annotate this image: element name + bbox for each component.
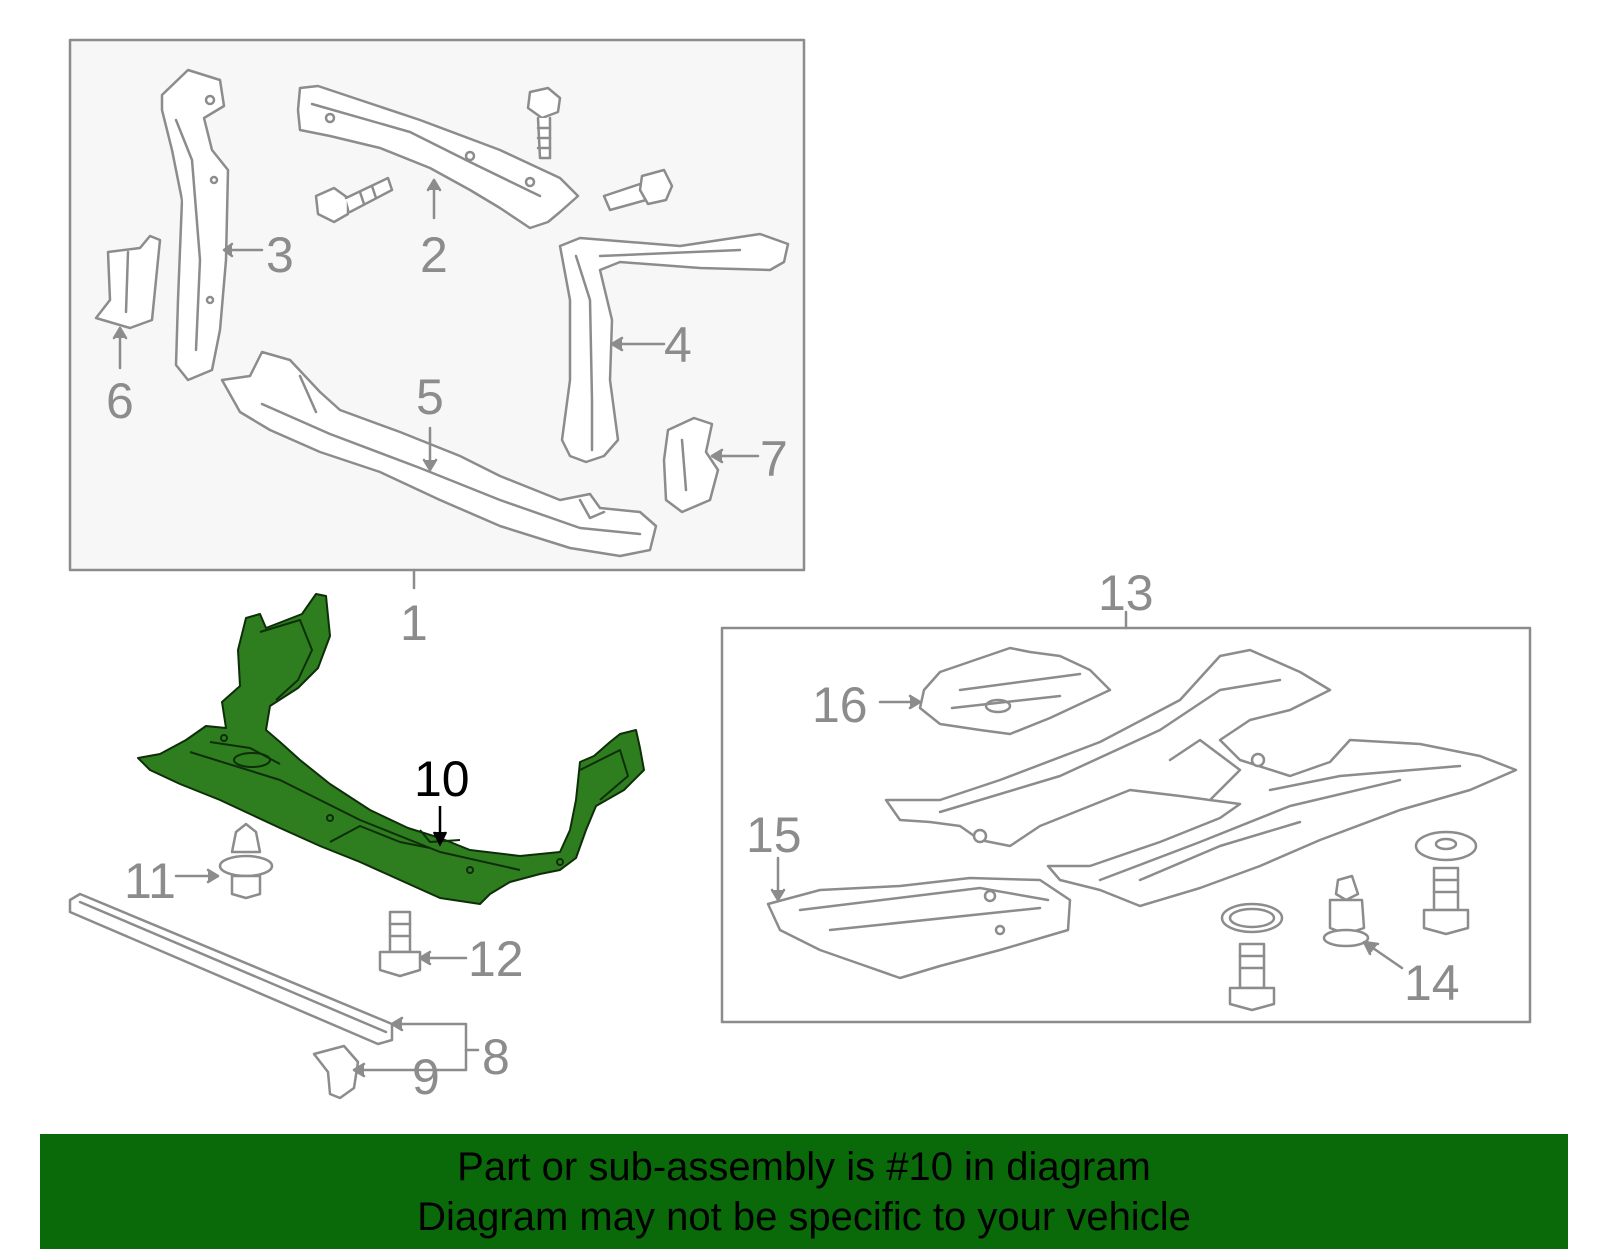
label-12: 12 xyxy=(468,931,524,987)
label-5: 5 xyxy=(416,369,444,425)
washer-ring xyxy=(1220,902,1284,934)
washer-large xyxy=(1414,830,1478,862)
arrow-7 xyxy=(710,448,724,464)
label-14: 14 xyxy=(1404,955,1460,1011)
arrow-10 xyxy=(432,831,448,847)
arrow-4 xyxy=(610,336,624,352)
arrow-11 xyxy=(206,868,220,884)
part-11-push-clip xyxy=(218,822,274,900)
label-13: 13 xyxy=(1098,565,1154,621)
part-14-clip-nut xyxy=(1322,874,1370,948)
arrow-3 xyxy=(222,242,234,258)
bolt-right xyxy=(602,168,674,212)
label-8: 8 xyxy=(482,1029,510,1085)
part-2-upper-tie-bar xyxy=(296,84,580,230)
leader-8-bracket xyxy=(354,1022,468,1072)
part-8-lower-strip xyxy=(68,892,394,1046)
banner-line-part: Part or sub-assembly is #10 in diagram xyxy=(457,1145,1151,1189)
label-10-highlighted: 10 xyxy=(414,751,470,807)
part-5-lower-cross-member xyxy=(220,350,658,558)
bolt-box13-center xyxy=(1228,942,1276,1012)
label-7: 7 xyxy=(760,431,788,487)
part-9-clip xyxy=(312,1044,360,1100)
leader-14 xyxy=(1368,944,1404,970)
arrow-14 xyxy=(1362,940,1380,956)
part-7-small-bracket xyxy=(662,416,720,514)
label-4: 4 xyxy=(664,317,692,373)
label-1: 1 xyxy=(400,595,428,651)
label-6: 6 xyxy=(106,373,134,429)
label-15: 15 xyxy=(746,807,802,863)
arrow-16 xyxy=(908,694,922,710)
part-13-floor-cover xyxy=(884,648,1518,908)
label-2: 2 xyxy=(420,227,448,283)
part-3-side-bracket xyxy=(160,68,230,382)
label-11: 11 xyxy=(124,853,176,909)
arrow-6 xyxy=(112,326,128,340)
arrow-5 xyxy=(422,458,438,472)
arrow-2 xyxy=(426,178,442,192)
label-16: 16 xyxy=(812,677,868,733)
arrow-15 xyxy=(770,888,786,902)
label-9: 9 xyxy=(412,1049,440,1105)
arrow-8 xyxy=(390,1016,404,1032)
label-3: 3 xyxy=(266,227,294,283)
part-12-bolt xyxy=(378,910,422,978)
bolt-left xyxy=(314,176,394,224)
banner-line-disclaimer: Diagram may not be specific to your vehi… xyxy=(417,1195,1191,1239)
part-16-upper-cover xyxy=(918,646,1112,736)
part-4-side-panel xyxy=(558,232,790,464)
arrow-12 xyxy=(418,950,432,966)
part-6-small-bracket xyxy=(94,234,162,330)
info-banner: Part or sub-assembly is #10 in diagram D… xyxy=(40,1134,1568,1249)
bolt-upper-right xyxy=(526,86,562,160)
bolt-box13-right xyxy=(1422,866,1470,936)
arrow-9 xyxy=(352,1062,366,1078)
part-10-front-undercover-highlight xyxy=(137,593,645,905)
part-15-lower-cover xyxy=(766,876,1072,980)
